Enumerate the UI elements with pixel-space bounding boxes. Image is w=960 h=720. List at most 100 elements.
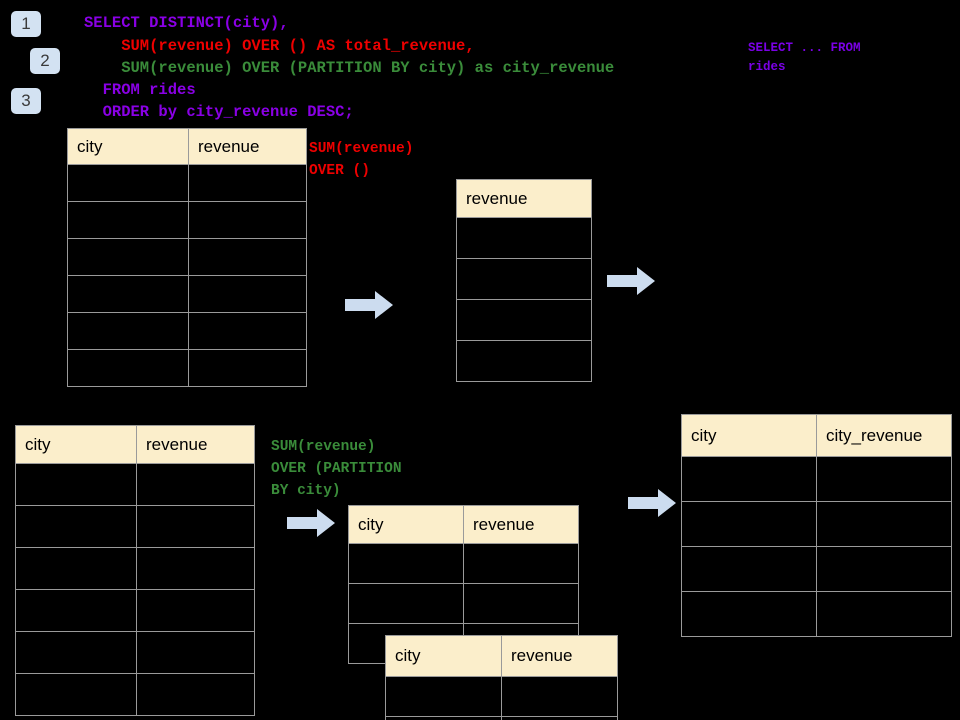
table-cell (67, 275, 189, 313)
table-cell (348, 543, 464, 584)
table-cell (456, 258, 592, 300)
arrow-partition-to-result-icon (628, 489, 676, 517)
table-cell (15, 631, 137, 674)
table-cell (348, 583, 464, 624)
table-cell (136, 631, 255, 674)
table-cell (136, 547, 255, 590)
table-row (15, 631, 255, 674)
partition-table-b: city revenue (385, 635, 618, 720)
rides-source-table-partitioned: city revenue (15, 425, 255, 716)
table-cell (188, 164, 307, 202)
table-cell (15, 463, 137, 506)
table-cell (67, 201, 189, 239)
table-header-row: revenue (456, 179, 592, 218)
rides-source-table: city revenue (67, 128, 307, 387)
table-cell (67, 312, 189, 350)
table-cell (136, 463, 255, 506)
table-cell (816, 501, 952, 547)
table-header-row: city revenue (15, 425, 255, 464)
table-row (681, 456, 952, 502)
table-row (681, 546, 952, 592)
table-header-row: city revenue (385, 635, 618, 677)
table-cell (456, 217, 592, 259)
table-row (67, 349, 307, 387)
table-row (456, 340, 592, 382)
table-cell (681, 591, 817, 637)
table-row (67, 164, 307, 202)
side-note-select-from: SELECT ... FROM (748, 41, 861, 55)
table-row (67, 201, 307, 239)
note-sum-over-partition: SUM(revenue) OVER (PARTITION BY city) (271, 439, 402, 499)
sql-line-total-revenue: SUM(revenue) OVER () AS total_revenue, (84, 37, 475, 55)
step-badge-1: 1 (11, 11, 41, 37)
table-row (15, 547, 255, 590)
table-cell (15, 547, 137, 590)
table-header-row: city revenue (67, 128, 307, 165)
column-header-revenue: revenue (136, 425, 255, 464)
table-row (67, 238, 307, 276)
column-header-revenue: revenue (501, 635, 618, 677)
table-row (67, 275, 307, 313)
table-cell (188, 275, 307, 313)
table-cell (816, 456, 952, 502)
table-cell (681, 456, 817, 502)
table-cell (385, 716, 502, 720)
table-cell (816, 546, 952, 592)
column-header-city: city (348, 505, 464, 544)
table-cell (501, 716, 618, 720)
note-sum-over-empty: SUM(revenue) OVER () (309, 141, 414, 179)
column-header-city: city (681, 414, 817, 457)
table-cell (136, 673, 255, 716)
table-cell (188, 238, 307, 276)
table-header-row: city revenue (348, 505, 579, 544)
table-cell (456, 340, 592, 382)
column-header-city: city (67, 128, 189, 165)
table-row (15, 589, 255, 632)
arrow-source-to-total-icon (345, 291, 393, 319)
column-header-city: city (15, 425, 137, 464)
column-header-revenue: revenue (456, 179, 592, 218)
table-cell (385, 676, 502, 717)
table-row (348, 543, 579, 584)
table-cell (188, 349, 307, 387)
table-cell (67, 164, 189, 202)
column-header-city: city (385, 635, 502, 677)
side-note-rides: rides (748, 60, 786, 74)
table-row (681, 591, 952, 637)
table-cell (463, 543, 579, 584)
table-row (348, 583, 579, 624)
column-header-city-revenue: city_revenue (816, 414, 952, 457)
table-row (456, 217, 592, 259)
table-cell (681, 546, 817, 592)
step-badge-3: 3 (11, 88, 41, 114)
table-cell (15, 505, 137, 548)
step-badge-2: 2 (30, 48, 60, 74)
table-cell (463, 583, 579, 624)
total-revenue-table: revenue (456, 179, 592, 382)
table-header-row: city city_revenue (681, 414, 952, 457)
table-cell (136, 505, 255, 548)
arrow-total-to-result-icon (607, 267, 655, 295)
table-cell (681, 501, 817, 547)
sql-line-city-revenue: SUM(revenue) OVER (PARTITION BY city) as… (84, 59, 615, 77)
table-row (15, 463, 255, 506)
table-row (681, 501, 952, 547)
table-cell (67, 238, 189, 276)
sql-line-order-by: ORDER by city_revenue DESC; (84, 103, 354, 121)
table-cell (67, 349, 189, 387)
table-cell (15, 589, 137, 632)
table-cell (136, 589, 255, 632)
city-revenue-result-table: city city_revenue (681, 414, 952, 637)
sql-line-select: SELECT DISTINCT(city), (84, 14, 289, 32)
table-cell (816, 591, 952, 637)
table-cell (188, 201, 307, 239)
table-row (15, 673, 255, 716)
table-row (456, 299, 592, 341)
table-row (67, 312, 307, 350)
table-row (385, 676, 618, 717)
table-cell (456, 299, 592, 341)
table-row (385, 716, 618, 720)
arrow-source-to-partition-icon (287, 509, 335, 537)
column-header-revenue: revenue (463, 505, 579, 544)
